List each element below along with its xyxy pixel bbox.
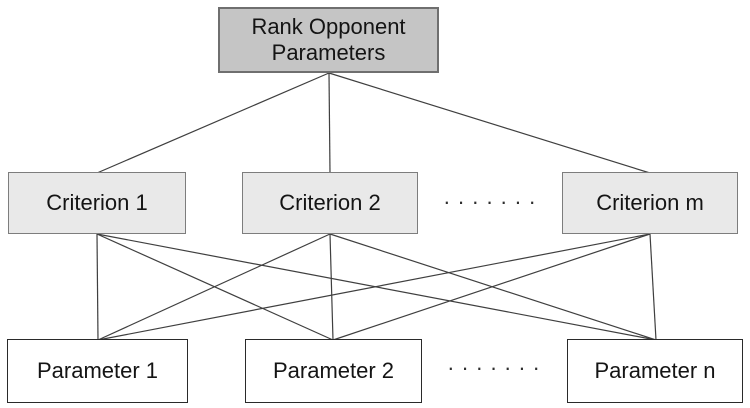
parameter-n-label: Parameter n: [594, 357, 716, 383]
criterion-1-label: Criterion 1: [46, 189, 148, 215]
criterion-1-node: Criterion 1: [8, 172, 186, 234]
criteria-ellipsis-dots: . . . . . . .: [443, 184, 537, 209]
edge-criterion2-parameter1: [97, 233, 331, 341]
goal-label: Rank Opponent Parameters: [251, 13, 406, 65]
criterion-m-node: Criterion m: [562, 172, 738, 234]
edge-goal-criterion2: [328, 72, 331, 174]
edge-criterion2-parameter2: [329, 233, 334, 341]
goal-node: Rank Opponent Parameters: [218, 7, 439, 73]
parameter-n-node: Parameter n: [567, 339, 743, 403]
parameter-1-node: Parameter 1: [7, 339, 188, 403]
criterion-2-node: Criterion 2: [242, 172, 418, 234]
edge-criterionm-parameter2: [332, 233, 651, 341]
parameter-2-label: Parameter 2: [272, 357, 395, 383]
criterion-2-label: Criterion 2: [279, 189, 381, 215]
edge-goal-criterionm: [328, 72, 651, 174]
parameter-1-label: Parameter 1: [36, 357, 159, 383]
parameters-ellipsis-dots: . . . . . . .: [447, 350, 541, 375]
criterion-m-label: Criterion m: [596, 189, 704, 215]
edge-criterionm-parametern: [649, 233, 657, 341]
parameter-2-node: Parameter 2: [245, 339, 422, 403]
edge-criterionm-parameter1: [97, 233, 651, 341]
edge-goal-criterion1: [96, 72, 330, 174]
edge-criterion1-parameter1: [96, 233, 99, 341]
